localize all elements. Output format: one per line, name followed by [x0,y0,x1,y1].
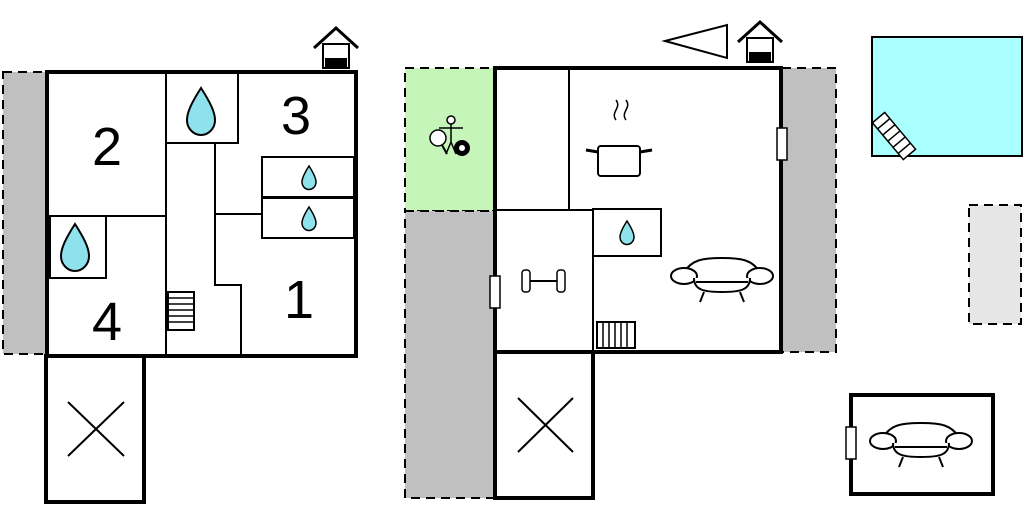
pool-area [871,36,1023,161]
garden-house [845,393,995,496]
left-building-outline [45,70,358,358]
house-icon [312,26,360,70]
north-arrow-icon [661,23,728,60]
terrace-left [2,71,48,355]
bathroom-box [49,215,107,279]
left-building: 2 3 4 1 [2,26,360,504]
stairs-icon [167,291,195,331]
carport-middle [493,350,595,500]
dumbbell-icon [521,269,566,293]
bathroom-box [592,208,662,257]
water-drop-icon [301,206,317,232]
armchair-icon [670,257,774,303]
carport-cross-icon [517,397,574,453]
carport-cross-icon [67,401,125,457]
window-icon [776,127,788,161]
shower-box [261,197,355,239]
room-number-1: 1 [284,270,314,330]
cooking-pot-icon [585,99,653,177]
hall-wall [214,143,242,355]
house-icon [736,20,784,64]
water-drop-icon [60,223,90,272]
water-drop-icon [619,220,635,246]
stairs-icon [596,321,636,349]
terrace-right [781,67,837,353]
window-icon [845,426,857,460]
bathroom-wall [166,73,239,144]
terrace-middle [404,210,495,499]
room-number-4: 4 [92,292,122,352]
carport-left [44,354,146,504]
pool-ladder-icon [871,111,917,161]
games-room [404,67,495,212]
room-number-2: 2 [92,117,122,177]
middle-building-outline [493,66,783,354]
water-drop-icon [301,165,317,191]
games-icon [429,115,470,156]
window-icon [489,275,501,309]
middle-building [404,20,837,500]
water-drop-icon [186,87,216,136]
room-number-3: 3 [281,86,311,146]
armchair-icon [869,422,973,468]
terrace-light [968,204,1022,325]
